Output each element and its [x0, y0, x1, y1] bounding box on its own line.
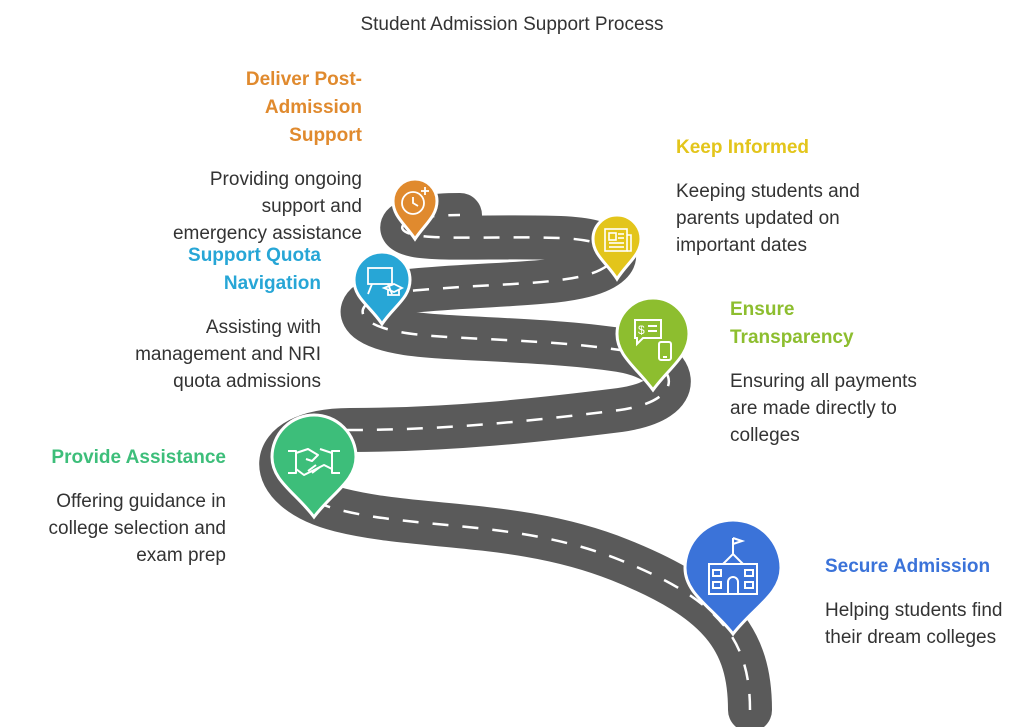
pin-secure-admission	[683, 518, 783, 637]
pin-ensure-transparency: $	[615, 296, 691, 393]
step-keep-informed: Keep Informed Keeping students and paren…	[676, 134, 896, 259]
step-description: Providing ongoing support and emergency …	[172, 169, 362, 244]
step-heading: Deliver Post-Admission Support	[245, 69, 362, 146]
presentation-board-icon	[367, 267, 405, 296]
step-description: Ensuring all payments are made directly …	[730, 371, 917, 446]
step-heading: Secure Admission	[825, 556, 991, 577]
newspaper-icon	[604, 228, 632, 252]
school-building-icon	[708, 537, 758, 595]
step-description: Assisting with management and NRI quota …	[135, 317, 321, 392]
pin-support-quota-navigation	[352, 250, 412, 327]
clock-plus-icon	[401, 187, 429, 215]
pin-keep-informed	[591, 213, 643, 282]
diagram-title: Student Admission Support Process	[360, 14, 664, 35]
step-description: Helping students find their dream colleg…	[825, 600, 1003, 648]
step-heading: Ensure Transparency	[730, 299, 854, 348]
step-heading: Support Quota Navigation	[188, 245, 321, 294]
step-ensure-transparency: Ensure Transparency Ensuring all payment…	[730, 296, 940, 449]
svg-text:$: $	[638, 323, 645, 337]
step-deliver-post-admission-support: Deliver Post-Admission Support Providing…	[150, 66, 362, 247]
step-secure-admission: Secure Admission Helping students find t…	[825, 553, 1015, 651]
pin-deliver-post-admission-support	[391, 177, 439, 242]
step-provide-assistance: Provide Assistance Offering guidance in …	[8, 444, 226, 569]
step-description: Keeping students and parents updated on …	[676, 181, 860, 256]
handshake-icon	[288, 448, 340, 476]
pin-provide-assistance	[270, 413, 358, 520]
step-support-quota-navigation: Support Quota Navigation Assisting with …	[130, 242, 321, 395]
step-description: Offering guidance in college selection a…	[48, 491, 226, 566]
payment-chat-icon: $	[634, 319, 672, 361]
step-heading: Keep Informed	[676, 137, 810, 158]
step-heading: Provide Assistance	[51, 447, 226, 468]
